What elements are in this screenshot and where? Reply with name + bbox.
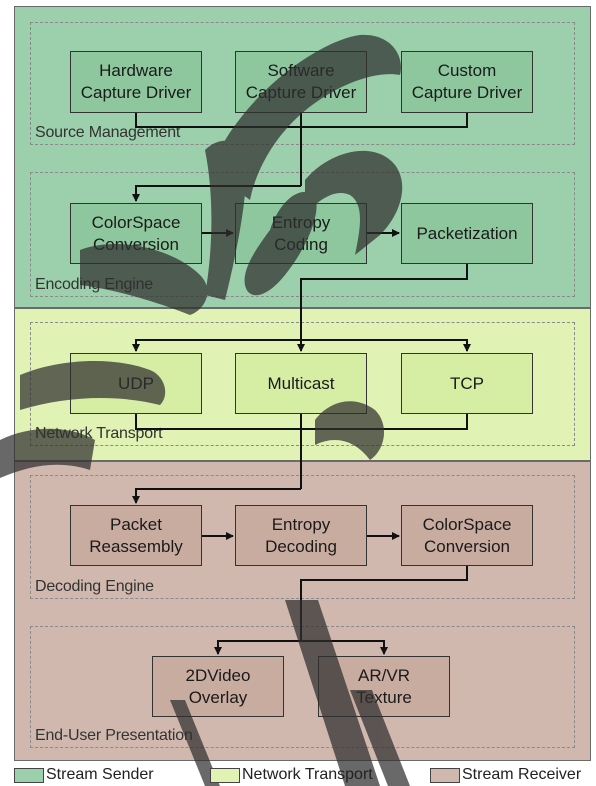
legend-network-transport: Network Transport — [210, 766, 373, 784]
multicast-box[interactable]: Multicast — [235, 353, 367, 414]
hardware-capture-driver-box[interactable]: Hardware Capture Driver — [70, 51, 202, 113]
entropy-decoding-box[interactable]: Entropy Decoding — [235, 505, 367, 566]
ar-vr-texture-box[interactable]: AR/VR Texture — [318, 656, 450, 717]
legend-stream-sender: Stream Sender — [14, 766, 154, 784]
group-label: Network Transport — [35, 425, 163, 442]
stream-receiver-swatch — [430, 767, 460, 783]
udp-box[interactable]: UDP — [70, 353, 202, 414]
packet-reassembly-box[interactable]: Packet Reassembly — [70, 505, 202, 566]
packetization-box[interactable]: Packetization — [401, 203, 533, 264]
stream-sender-swatch — [14, 767, 44, 783]
group-label: Decoding Engine — [35, 578, 154, 595]
group-label: Source Management — [35, 124, 181, 141]
colorspace-conversion-encode-box[interactable]: ColorSpace Conversion — [70, 203, 202, 264]
custom-capture-driver-box[interactable]: Custom Capture Driver — [401, 51, 533, 113]
software-capture-driver-box[interactable]: Software Capture Driver — [235, 51, 367, 113]
legend-label: Network Transport — [242, 766, 373, 783]
group-label: Encoding Engine — [35, 276, 153, 293]
network-transport-swatch — [210, 767, 240, 783]
end-user-presentation-group: End-User Presentation — [30, 626, 575, 748]
entropy-coding-box[interactable]: Entropy Coding — [235, 203, 367, 264]
tcp-box[interactable]: TCP — [401, 353, 533, 414]
legend-label: Stream Sender — [46, 766, 154, 783]
colorspace-conversion-decode-box[interactable]: ColorSpace Conversion — [401, 505, 533, 566]
legend-label: Stream Receiver — [462, 766, 582, 783]
group-label: End-User Presentation — [35, 727, 193, 744]
2d-video-overlay-box[interactable]: 2DVideo Overlay — [152, 656, 284, 717]
legend-stream-receiver: Stream Receiver — [430, 766, 581, 784]
